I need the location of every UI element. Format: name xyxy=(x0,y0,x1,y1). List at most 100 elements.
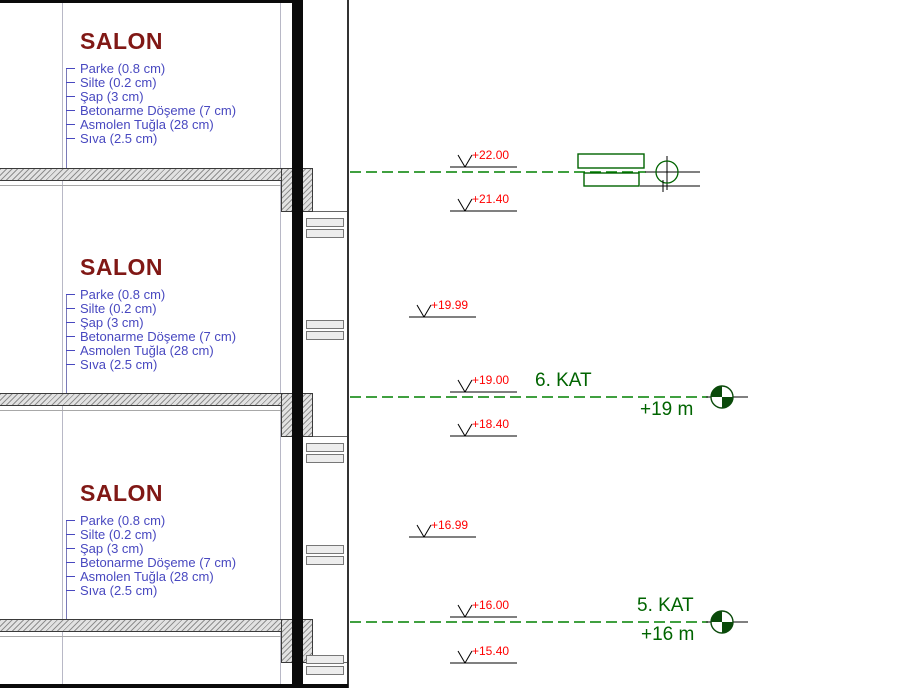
wall-inner-face-line xyxy=(280,0,281,688)
benchmark-icon xyxy=(705,385,749,409)
floor-layer-list: Parke (0.8 cm) Silte (0.2 cm) Şap (3 cm)… xyxy=(66,61,237,146)
floor-layer-item: Sıva (2.5 cm) xyxy=(66,356,236,372)
layer-tick-icon xyxy=(66,533,75,535)
floor-layer-label: Sıva (2.5 cm) xyxy=(80,356,158,372)
floor-layer-item: Sıva (2.5 cm) xyxy=(66,130,236,146)
elevation-label: +16.00 xyxy=(472,598,510,612)
floor-layer-label: Silte (0.2 cm) xyxy=(80,74,157,90)
top-slab-cut-edge xyxy=(0,0,292,3)
floor-layer-item: Şap (3 cm) xyxy=(66,540,236,556)
floor-layer-label: Şap (3 cm) xyxy=(80,88,144,104)
floor-layer-label: Sıva (2.5 cm) xyxy=(80,582,158,598)
green-annotation-box xyxy=(583,172,640,187)
elevation-label: +22.00 xyxy=(472,148,510,162)
level-name-label: 5. KAT xyxy=(637,595,694,616)
elevation-label: +15.40 xyxy=(472,644,510,658)
facade-outline xyxy=(347,0,349,688)
layer-tick-icon xyxy=(66,321,75,323)
floor-layer-item: Betonarme Döşeme (7 cm) xyxy=(66,328,237,344)
window-frame xyxy=(306,229,344,238)
floor-layer-label: Betonarme Döşeme (7 cm) xyxy=(80,328,237,344)
floor-layer-label: Parke (0.8 cm) xyxy=(80,512,166,528)
room-title: SALON xyxy=(80,254,163,280)
elevation-label: +21.40 xyxy=(472,192,510,206)
elevation-datum-symbols xyxy=(408,154,518,664)
floor-layer-item: Şap (3 cm) xyxy=(66,88,236,104)
layer-tick-icon xyxy=(66,519,75,521)
floor-layer-label: Silte (0.2 cm) xyxy=(80,300,157,316)
layer-tick-icon xyxy=(66,123,75,125)
interior-wall-face-line xyxy=(62,0,63,688)
floor-layer-item: Sıva (2.5 cm) xyxy=(66,582,236,598)
floor-layer-label: Şap (3 cm) xyxy=(80,540,144,556)
beam-soffit-line xyxy=(313,436,347,437)
floor-layer-label: Asmolen Tuğla (28 cm) xyxy=(80,568,214,584)
layer-leader-line xyxy=(66,520,67,619)
benchmark-icon xyxy=(705,610,749,634)
level-line-19 xyxy=(350,385,749,409)
floor-layer-label: Sıva (2.5 cm) xyxy=(80,130,158,146)
ceiling-plaster-line xyxy=(0,185,281,186)
floor-layer-item: Parke (0.8 cm) xyxy=(66,61,236,76)
layer-tick-icon xyxy=(66,547,75,549)
window-frame xyxy=(306,331,344,340)
floor-layer-label: Betonarme Döşeme (7 cm) xyxy=(80,102,237,118)
level-name-label: 6. KAT xyxy=(535,370,592,391)
window-frame xyxy=(306,655,344,664)
layer-tick-icon xyxy=(66,67,75,69)
floor-slab xyxy=(0,393,281,406)
floor-layer-item: Silte (0.2 cm) xyxy=(66,74,236,90)
window-frame xyxy=(306,218,344,227)
layer-tick-icon xyxy=(66,335,75,337)
layer-leader-line xyxy=(66,294,67,393)
layer-tick-icon xyxy=(66,293,75,295)
elevation-label: +16.99 xyxy=(431,518,469,532)
floor-layer-label: Şap (3 cm) xyxy=(80,314,144,330)
elevation-label: +19.99 xyxy=(431,298,469,312)
crosshair-icon xyxy=(640,156,700,192)
floor-layer-item: Asmolen Tuğla (28 cm) xyxy=(66,342,236,358)
floor-layer-item: Betonarme Döşeme (7 cm) xyxy=(66,554,237,570)
floor-layer-item: Şap (3 cm) xyxy=(66,314,236,330)
layer-tick-icon xyxy=(66,109,75,111)
layer-tick-icon xyxy=(66,561,75,563)
elevation-label: +18.40 xyxy=(472,417,510,431)
floor-layer-label: Asmolen Tuğla (28 cm) xyxy=(80,116,214,132)
floor-layer-list: Parke (0.8 cm) Silte (0.2 cm) Şap (3 cm)… xyxy=(66,286,237,372)
level-elevation-label: +19 m xyxy=(640,399,694,420)
floor-layer-item: Silte (0.2 cm) xyxy=(66,300,236,316)
floor-layer-label: Parke (0.8 cm) xyxy=(80,286,166,302)
layer-leader-line xyxy=(66,68,67,168)
floor-slab xyxy=(0,619,281,632)
floor-layer-item: Parke (0.8 cm) xyxy=(66,512,236,528)
ceiling-plaster-line xyxy=(0,636,281,637)
layer-tick-icon xyxy=(66,307,75,309)
floor-layer-label: Betonarme Döşeme (7 cm) xyxy=(80,554,237,570)
layer-tick-icon xyxy=(66,349,75,351)
ceiling-plaster-line xyxy=(0,410,281,411)
floor-layer-list: Parke (0.8 cm) Silte (0.2 cm) Şap (3 cm)… xyxy=(66,512,237,598)
window-frame xyxy=(306,454,344,463)
floor-layer-item: Silte (0.2 cm) xyxy=(66,526,236,542)
room-title: SALON xyxy=(80,480,163,506)
exterior-wall xyxy=(292,0,303,688)
layer-tick-icon xyxy=(66,81,75,83)
window-frame xyxy=(306,443,344,452)
floor-layer-label: Silte (0.2 cm) xyxy=(80,526,157,542)
room-title: SALON xyxy=(80,28,163,54)
level-line-16 xyxy=(350,610,749,634)
beam-soffit-line xyxy=(313,211,347,212)
floor-layer-item: Asmolen Tuğla (28 cm) xyxy=(66,116,236,132)
layer-tick-icon xyxy=(66,95,75,97)
floor-layer-item: Betonarme Döşeme (7 cm) xyxy=(66,102,237,118)
layer-tick-icon xyxy=(66,589,75,591)
layer-tick-icon xyxy=(66,575,75,577)
floor-layer-item: Asmolen Tuğla (28 cm) xyxy=(66,568,236,584)
window-frame xyxy=(306,320,344,329)
elevation-label: +19.00 xyxy=(472,373,510,387)
layer-tick-icon xyxy=(66,363,75,365)
floor-layer-label: Asmolen Tuğla (28 cm) xyxy=(80,342,214,358)
floor-slab xyxy=(0,168,281,181)
